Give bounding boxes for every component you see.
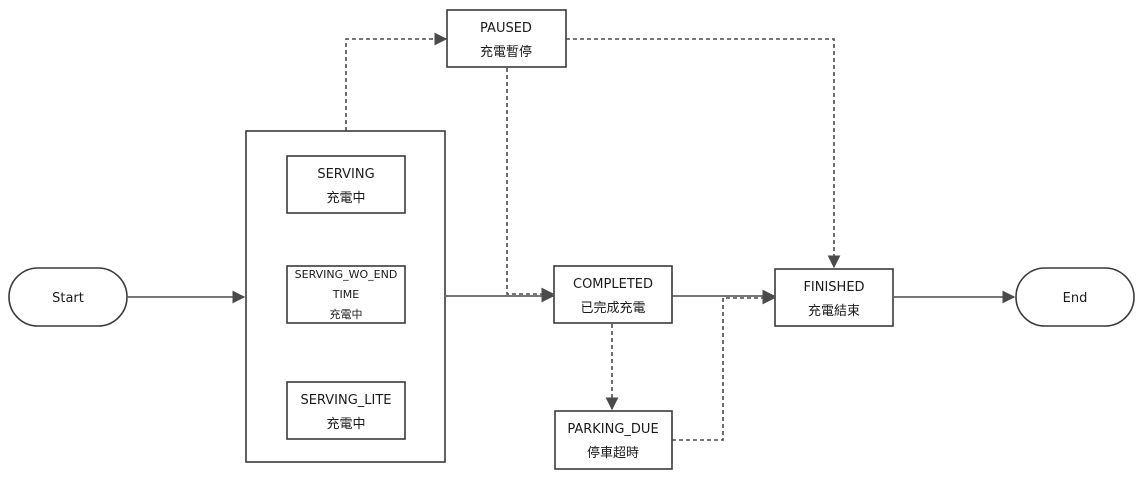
start-node: Start [8,267,128,327]
parking-due-state-text: 停車超時 [587,445,639,461]
finished-node: FINISHED 充電結束 [774,268,894,327]
serving-wo-end-state-code: SERVING_WO_END [295,268,398,281]
paused-node: PAUSED 充電暫停 [446,9,567,68]
paused-state-code: PAUSED [480,21,532,36]
serving-state-text: 充電中 [326,190,365,206]
serving-wo-end-state-text: 充電中 [330,307,363,321]
edge-parking-due-to-finished [672,291,776,441]
edge-paused-to-completed [506,68,555,301]
start-label: Start [52,291,84,306]
serving-state-code: SERVING [317,167,374,182]
completed-state-code: COMPLETED [573,277,653,292]
edge-serving-group-to-paused [345,32,448,131]
serving-wo-end-state-code-2: TIME [332,288,359,301]
serving-lite-state-text: 充電中 [326,416,365,432]
finished-state-code: FINISHED [803,280,864,295]
completed-node: COMPLETED 已完成充電 [553,265,673,324]
end-label: End [1063,291,1088,306]
parking-due-state-code: PARKING_DUE [567,422,658,437]
edge-paused-to-finished [566,38,841,269]
paused-state-text: 充電暫停 [480,44,532,60]
completed-state-text: 已完成充電 [580,300,645,316]
serving-lite-node: SERVING_LITE 充電中 [286,381,406,440]
serving-node: SERVING 充電中 [286,155,406,214]
end-node: End [1015,267,1135,327]
serving-lite-state-code: SERVING_LITE [300,393,391,408]
edges [128,32,1016,441]
finished-state-text: 充電結束 [808,303,860,319]
parking-due-node: PARKING_DUE 停車超時 [554,410,673,470]
serving-wo-end-node: SERVING_WO_END TIME 充電中 [286,265,406,324]
